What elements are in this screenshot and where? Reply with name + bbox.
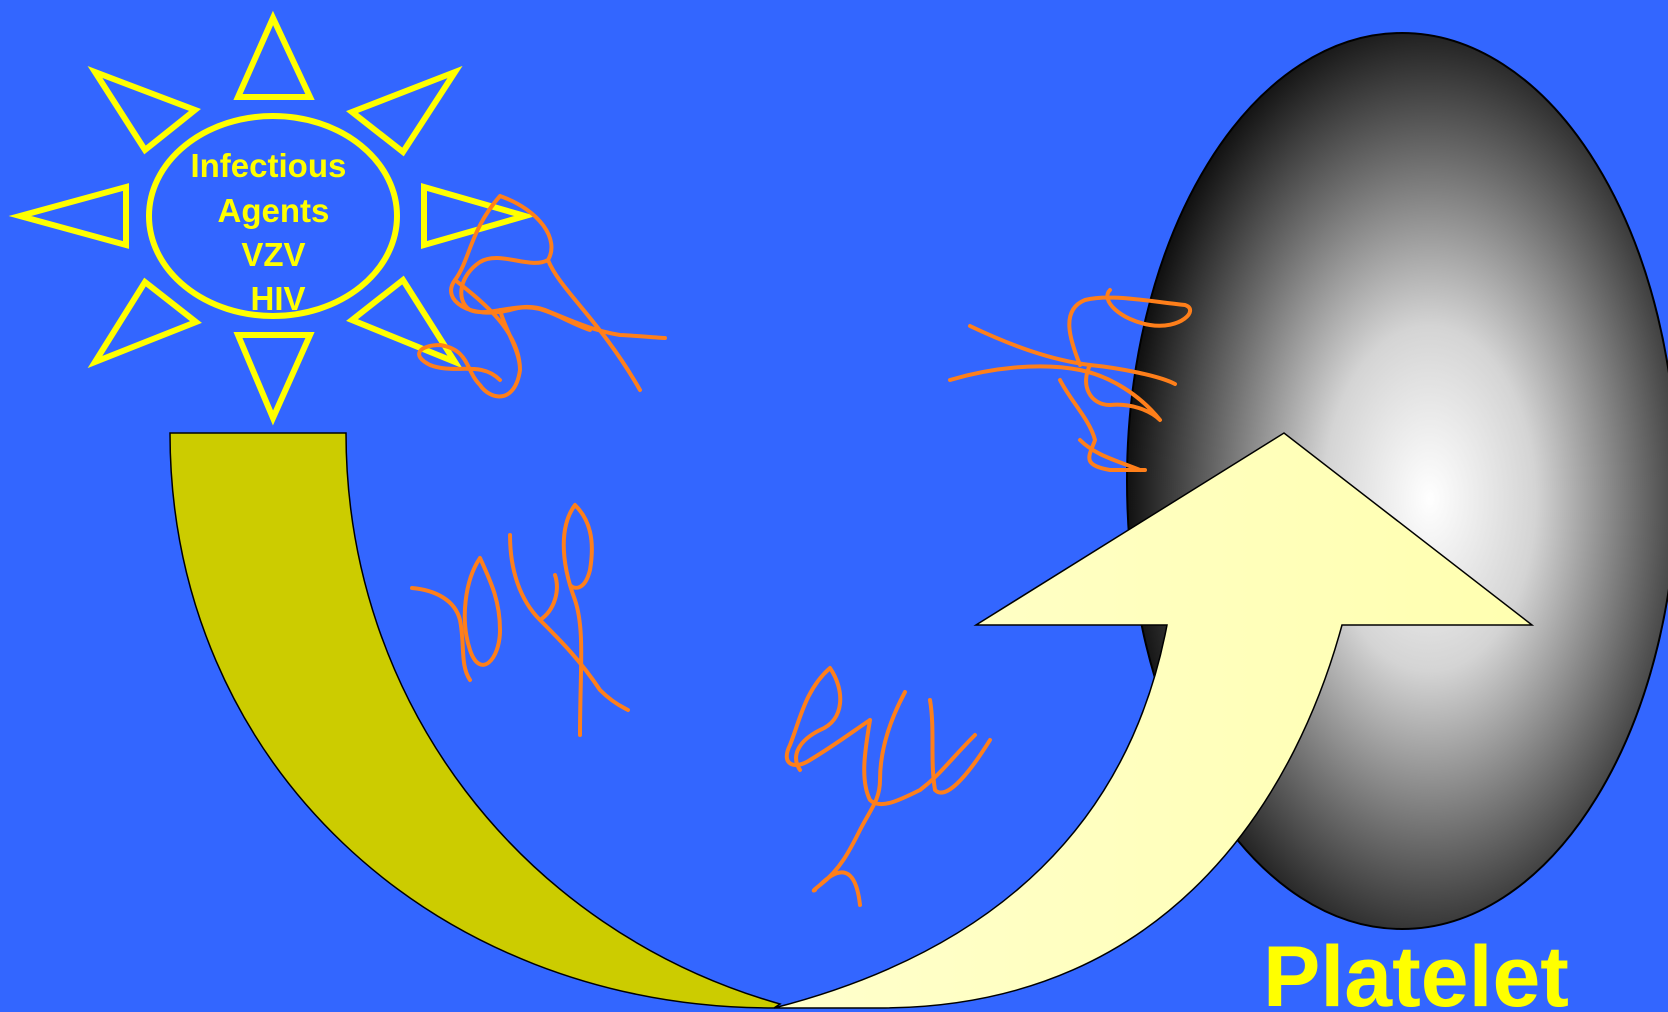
sun-line-2: Agents [217,192,329,229]
sun-line-3: VZV [241,236,305,273]
sun-line-4: HIV [250,280,305,317]
platelet-label: Platelet [1263,929,1569,1012]
sun-line-1: Infectious [190,147,346,184]
